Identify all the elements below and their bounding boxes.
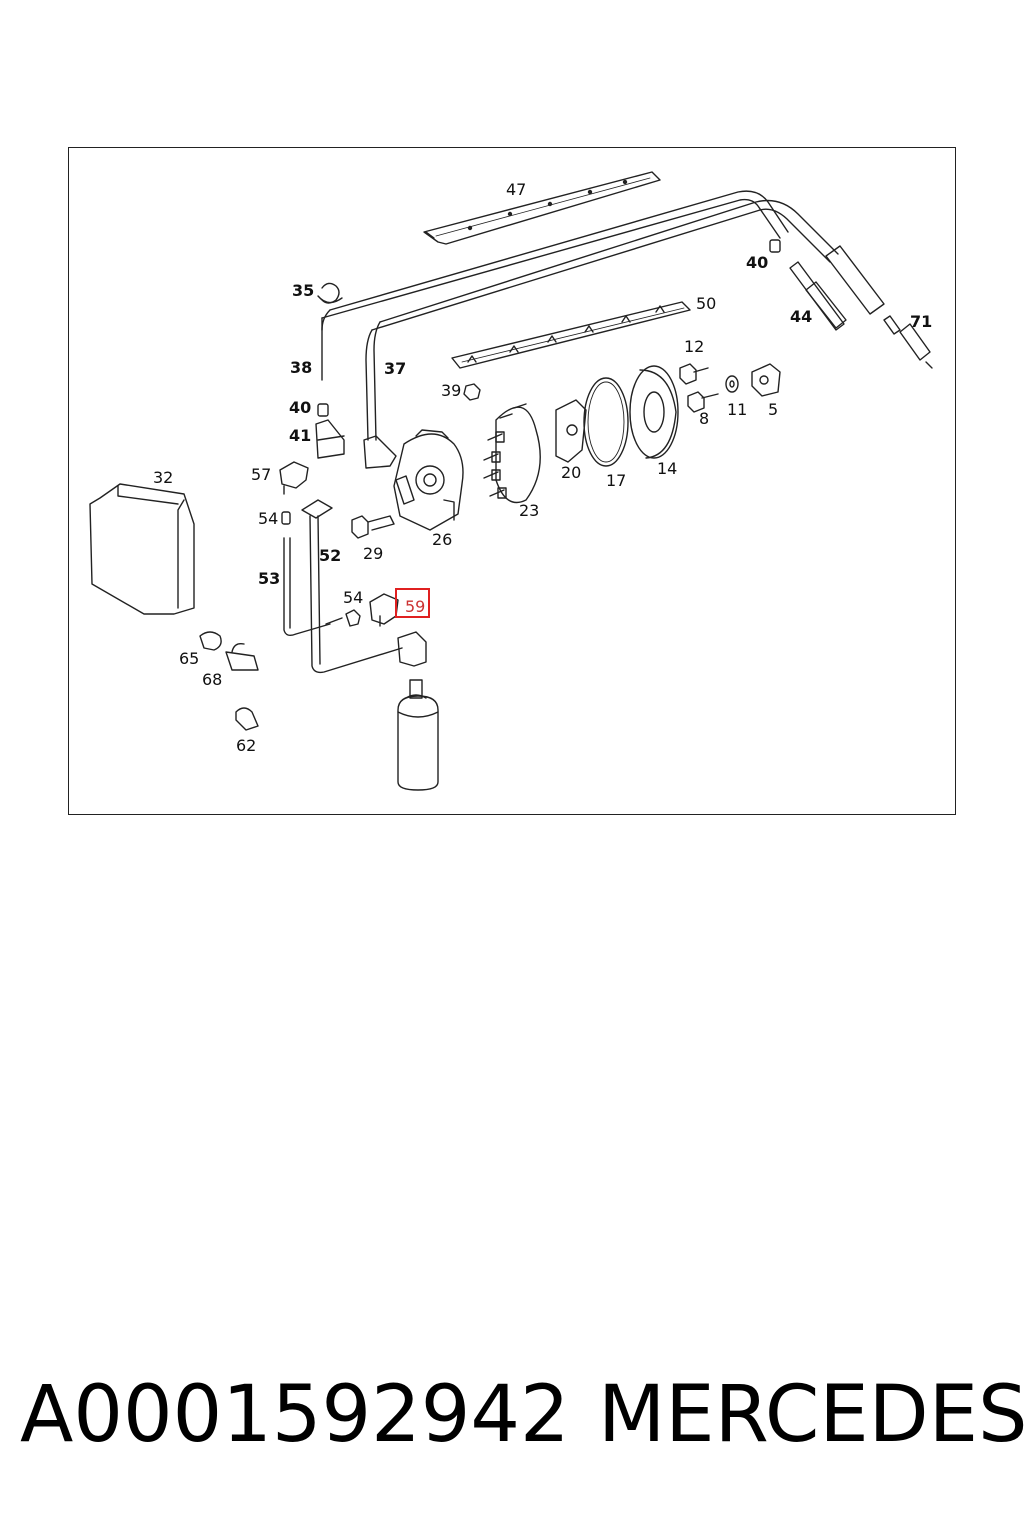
callout-57: 57: [251, 465, 272, 484]
callout-23: 23: [519, 501, 540, 520]
callout-11: 11: [727, 400, 748, 419]
cable-53: [279, 461, 331, 637]
disc-14: [629, 365, 679, 459]
bolt-29: [351, 515, 395, 539]
callout-5: 5: [768, 400, 779, 419]
cable-end-41: [315, 403, 345, 459]
ignition-coil: [397, 679, 439, 791]
nut-39: [463, 383, 481, 401]
clamps-65-68-62: [199, 631, 259, 731]
callout-53: 53: [258, 569, 281, 588]
callout-47: 47: [506, 180, 527, 199]
callout-38: 38: [290, 358, 313, 377]
footer: A0001592942 MERCEDES: [20, 1370, 1024, 1480]
callout-50: 50: [696, 294, 717, 313]
clip-35: [317, 282, 343, 304]
small-parts-12-8-11-5: [679, 363, 781, 413]
callout-65: 65: [179, 649, 200, 668]
cover-32: [89, 483, 195, 615]
callout-44: 44: [790, 307, 813, 326]
callout-59-highlighted[interactable]: 59: [405, 597, 426, 616]
callout-54-lower: 54: [343, 588, 364, 607]
callout-40-top: 40: [746, 253, 769, 272]
callout-26: 26: [432, 530, 453, 549]
diagram-frame: [68, 147, 956, 815]
rotor-20: [555, 399, 587, 463]
callout-14: 14: [657, 459, 678, 478]
cable-holder-strip-47: [423, 171, 661, 245]
callout-52: 52: [319, 546, 342, 565]
gasket-17: [583, 377, 629, 467]
callout-41: 41: [289, 426, 312, 445]
callout-37: 37: [384, 359, 407, 378]
callout-40-left: 40: [289, 398, 312, 417]
connector-37: [363, 435, 397, 469]
callout-8: 8: [699, 409, 710, 428]
ignition-cables: [321, 190, 839, 441]
callout-29: 29: [363, 544, 384, 563]
callout-20: 20: [561, 463, 582, 482]
cable-52: [301, 499, 427, 674]
brand-name: MERCEDES: [598, 1370, 1024, 1460]
callout-62: 62: [236, 736, 257, 755]
distributor-cap-23: [483, 403, 541, 504]
highlight-box[interactable]: [395, 588, 430, 618]
callout-32: 32: [153, 468, 174, 487]
part-number: A0001592942: [20, 1370, 570, 1460]
callout-39: 39: [441, 381, 462, 400]
callout-17: 17: [606, 471, 627, 490]
callout-68: 68: [202, 670, 223, 689]
callout-54-upper: 54: [258, 509, 279, 528]
spark-plug-connectors: [769, 239, 933, 369]
callout-12: 12: [684, 337, 705, 356]
distributor-housing-26: [393, 429, 464, 531]
callout-71: 71: [910, 312, 933, 331]
callout-35: 35: [292, 281, 315, 300]
cable-holder-strip-50: [451, 301, 691, 369]
